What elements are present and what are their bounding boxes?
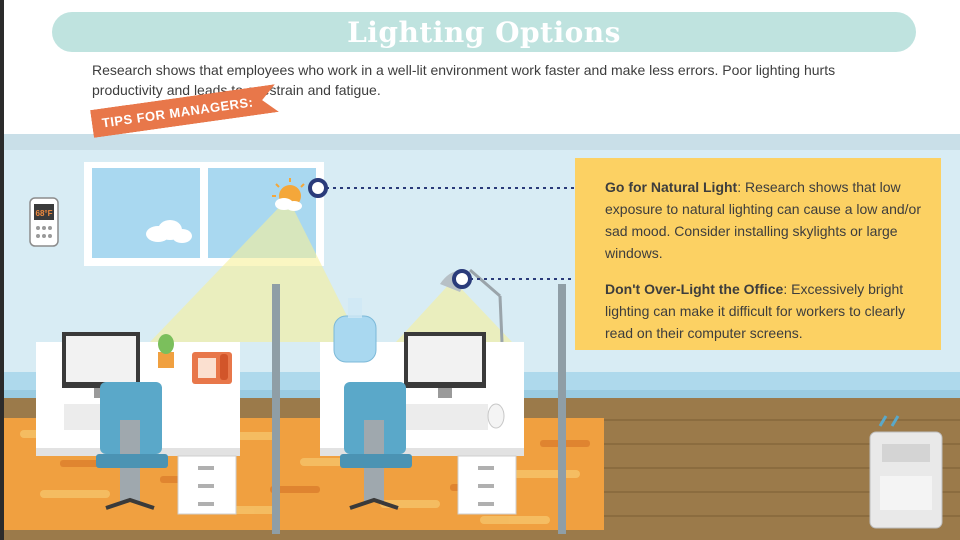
cloud-icon xyxy=(146,220,192,243)
office-chair-icon xyxy=(96,382,168,510)
sun-icon xyxy=(272,178,305,211)
sunlight-beam xyxy=(150,198,360,342)
thermostat-icon xyxy=(29,197,59,247)
tip-body: : Excessively bright lighting can make i… xyxy=(605,281,906,341)
tip-connector xyxy=(308,178,599,198)
tip-lead: Don't Over-Light the Office xyxy=(605,281,784,297)
page-title: Lighting Options xyxy=(347,15,621,49)
left-edge-bar xyxy=(0,0,4,540)
tip-lead: Go for Natural Light xyxy=(605,179,738,195)
dehumidifier-icon xyxy=(869,415,943,529)
humidifier-icon xyxy=(333,298,377,363)
cubicle-divider xyxy=(272,284,280,534)
cubicle-divider xyxy=(558,284,566,534)
monitor-icon xyxy=(404,332,505,430)
tip-natural-light: Go for Natural Light: Research shows tha… xyxy=(605,176,925,264)
tip-body: : Research shows that low exposure to na… xyxy=(605,179,921,261)
office-chair-icon xyxy=(340,382,412,510)
title-banner: Lighting Options xyxy=(52,12,916,52)
phone-icon xyxy=(192,352,232,384)
plant-icon xyxy=(158,334,174,368)
tips-card: Go for Natural Light: Research shows tha… xyxy=(575,158,941,350)
tip-over-light: Don't Over-Light the Office: Excessively… xyxy=(605,278,925,344)
lamp-light-beam xyxy=(396,280,512,342)
